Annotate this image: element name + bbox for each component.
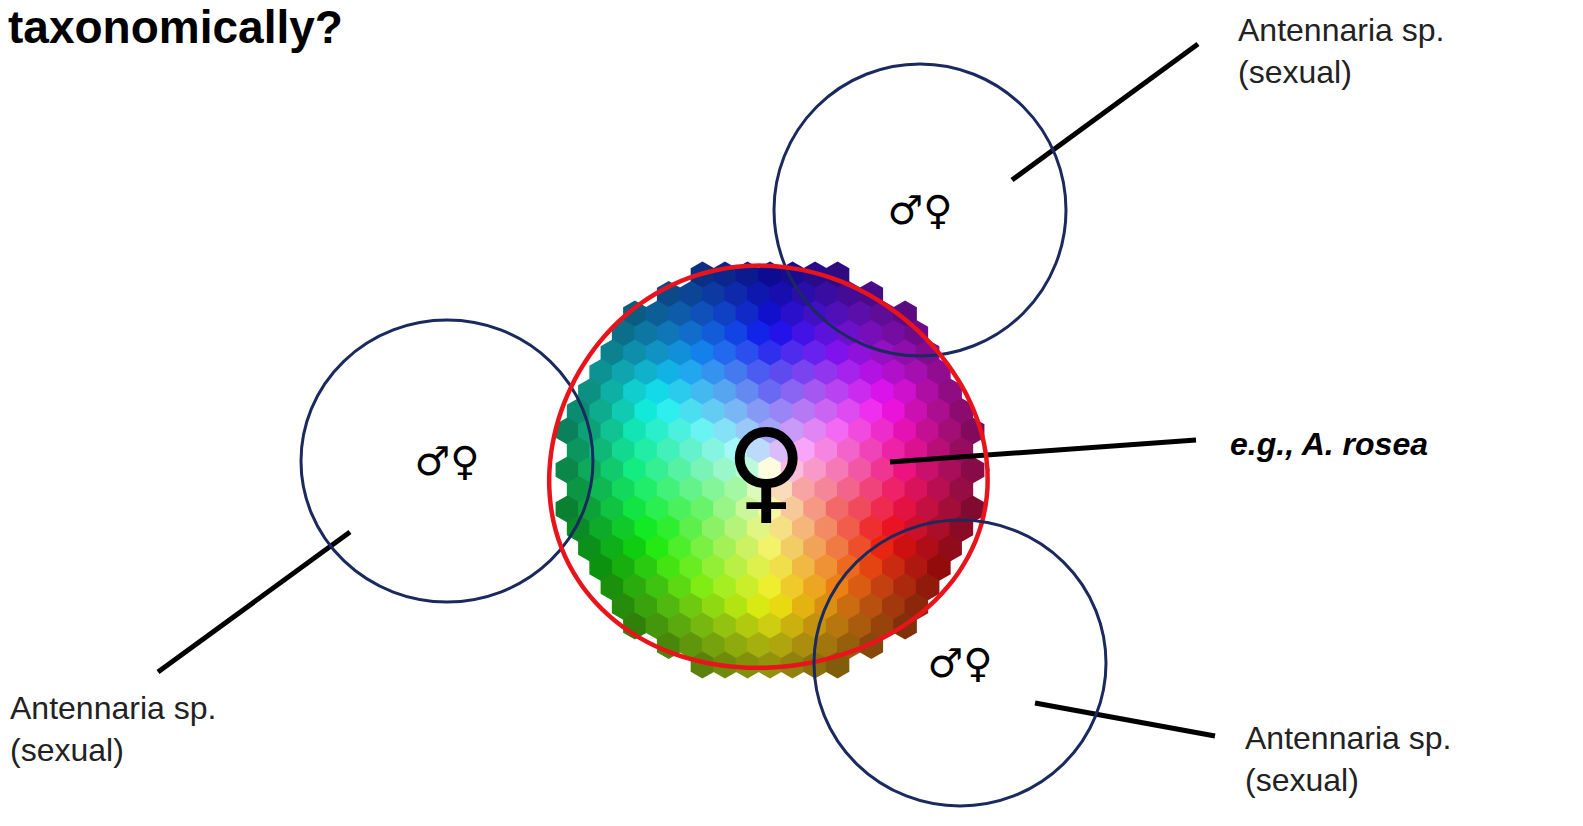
callout-label: Antennaria sp. (sexual) (1245, 718, 1475, 801)
slide-title: taxonomically? (8, 0, 343, 54)
sex-symbol: ♂♀ (414, 441, 479, 481)
leader-line (158, 532, 350, 672)
female-symbol: ♀ (725, 414, 807, 526)
callout-label: e.g., A. rosea (1230, 424, 1570, 466)
leader-line (1012, 44, 1198, 180)
sexual-species-circle: ♂♀ (812, 518, 1108, 808)
sexual-species-circle: ♂♀ (772, 62, 1068, 358)
callout-label: Antennaria sp. (sexual) (1238, 10, 1468, 93)
callout-label: Antennaria sp. (sexual) (10, 688, 240, 771)
sex-symbol: ♂♀ (927, 643, 992, 683)
leader-line (1035, 703, 1215, 736)
leader-line (890, 440, 1196, 462)
apomictic-complex-outline: ♀ (543, 265, 989, 675)
sex-symbol: ♂♀ (887, 190, 952, 230)
